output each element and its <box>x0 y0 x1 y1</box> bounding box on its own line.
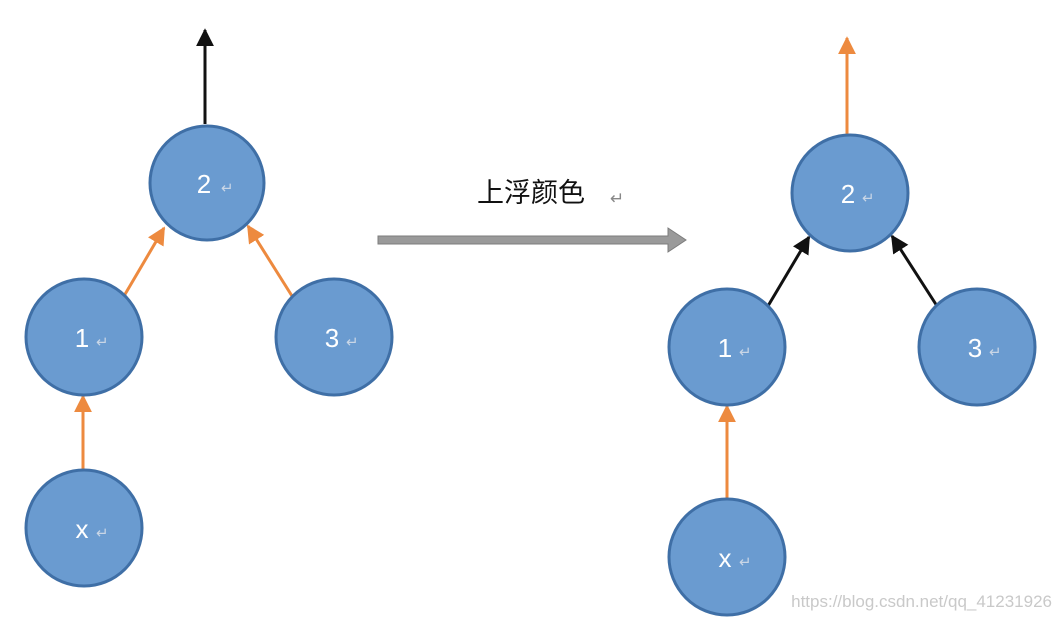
right-node-1-circle <box>667 287 787 407</box>
right-node-x: x ↵ <box>667 497 787 617</box>
right-node-1: 1 ↵ <box>667 287 787 407</box>
left-node-x-return-mark: ↵ <box>96 524 109 542</box>
left-node-1-return-mark: ↵ <box>96 333 109 351</box>
right-node-2-return-mark: ↵ <box>862 189 875 207</box>
right-node-x-label: x <box>719 543 732 573</box>
right-node-3-label: 3 <box>968 333 982 363</box>
left-edge-1-to-2 <box>122 226 166 297</box>
transform-arrow-shape <box>377 227 687 253</box>
left-node-3-circle <box>274 277 394 397</box>
left-node-2: 2 ↵ <box>148 124 266 242</box>
left-node-2-label: 2 <box>197 169 211 199</box>
caption-return-mark: ↵ <box>610 189 624 209</box>
right-edge-1-to-2 <box>766 235 811 307</box>
left-node-3: 3 ↵ <box>274 277 394 397</box>
right-node-1-return-mark: ↵ <box>739 343 752 361</box>
right-node-x-circle <box>667 497 787 617</box>
right-edge-3-to-2 <box>890 234 939 307</box>
right-node-x-return-mark: ↵ <box>739 553 752 571</box>
left-node-2-circle <box>148 124 266 242</box>
left-node-x-circle <box>24 468 144 588</box>
right-node-1-label: 1 <box>718 333 732 363</box>
left-node-x-label: x <box>76 514 89 544</box>
caption-text: 上浮颜色 <box>477 178 585 209</box>
right-node-3-return-mark: ↵ <box>989 343 1002 361</box>
left-node-3-return-mark: ↵ <box>346 333 359 351</box>
transform-arrow <box>377 227 687 253</box>
left-node-1-circle <box>24 277 144 397</box>
left-node-1-label: 1 <box>75 323 89 353</box>
watermark: https://blog.csdn.net/qq_41231926 <box>791 592 1052 611</box>
left-edge-3-to-2 <box>246 224 294 297</box>
right-node-2: 2 ↵ <box>790 133 910 253</box>
left-node-2-return-mark: ↵ <box>221 179 234 197</box>
right-tree: 2 ↵ 1 ↵ 3 ↵ x ↵ <box>667 36 1037 617</box>
left-node-3-label: 3 <box>325 323 339 353</box>
left-node-1: 1 ↵ <box>24 277 144 397</box>
right-node-3: 3 ↵ <box>917 287 1037 407</box>
right-node-2-circle <box>790 133 910 253</box>
right-node-2-label: 2 <box>841 179 855 209</box>
left-node-x: x ↵ <box>24 468 144 588</box>
right-node-3-circle <box>917 287 1037 407</box>
left-tree: 2 ↵ 1 ↵ 3 ↵ x ↵ <box>24 28 394 588</box>
